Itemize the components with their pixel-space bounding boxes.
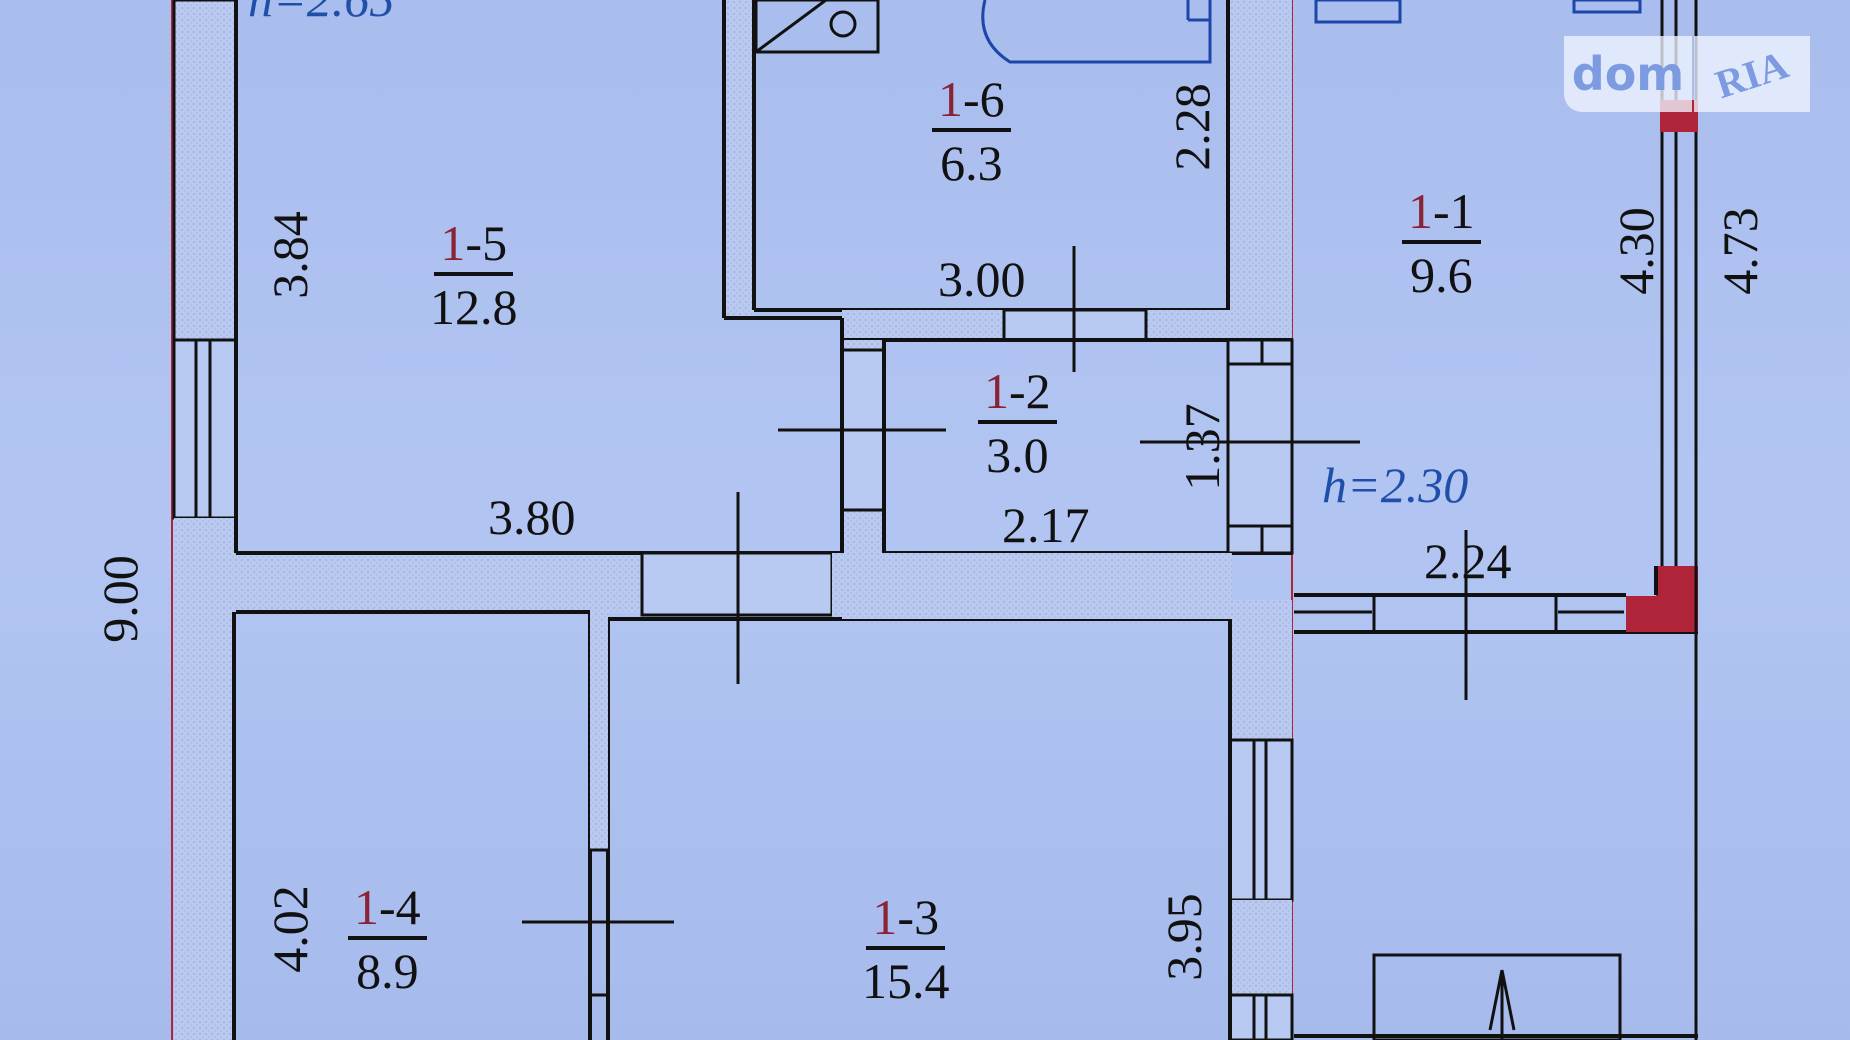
room-1-6: 1-6 6.3: [932, 74, 1011, 188]
dimension-2-24: 2.24: [1424, 533, 1512, 589]
dimension-2-17: 2.17: [1002, 497, 1090, 553]
room-number: 1-2: [978, 366, 1057, 424]
room-area: 6.3: [940, 135, 1003, 191]
stove-icon: [1314, 0, 1402, 24]
dimension-3-95: 3.95: [1155, 893, 1212, 981]
veranda-height-label: h=2.30: [1322, 457, 1469, 513]
dimension-4-73: 4.73: [1711, 207, 1768, 295]
watermark-ria: RIA: [1694, 36, 1810, 112]
room-area: 15.4: [862, 953, 950, 1009]
room-1-3: 1-3 15.4: [862, 892, 950, 1006]
room-1-5: 1-5 12.8: [430, 218, 518, 332]
ceiling-height-label: h=2.65: [248, 0, 394, 24]
dimension-4-30: 4.30: [1607, 207, 1664, 295]
room-area: 8.9: [356, 943, 419, 999]
dimension-3-84: 3.84: [261, 211, 318, 299]
room-number: 1-3: [866, 892, 946, 950]
room-area: 12.8: [430, 279, 518, 335]
dimension-3-00: 3.00: [938, 251, 1026, 307]
room-1-1: 1-1 9.6: [1402, 186, 1481, 300]
dimension-4-02: 4.02: [261, 885, 318, 973]
room-area: 9.6: [1410, 247, 1473, 303]
star-icon: RIA: [1710, 41, 1794, 107]
watermark-dom: dom: [1564, 36, 1692, 112]
watermark-logo: dom RIA: [1564, 36, 1810, 112]
room-number: 1-6: [932, 74, 1011, 132]
dimension-1-37: 1.37: [1173, 403, 1230, 491]
room-1-4: 1-4 8.9: [348, 882, 427, 996]
room-number: 1-1: [1402, 186, 1481, 244]
room-number: 1-4: [348, 882, 427, 940]
room-area: 3.0: [986, 427, 1049, 483]
room-1-2: 1-2 3.0: [978, 366, 1057, 480]
room-number: 1-5: [434, 218, 514, 276]
dimension-9-00: 9.00: [91, 555, 148, 643]
dimension-2-28: 2.28: [1163, 83, 1220, 171]
dimension-3-80: 3.80: [488, 489, 576, 545]
